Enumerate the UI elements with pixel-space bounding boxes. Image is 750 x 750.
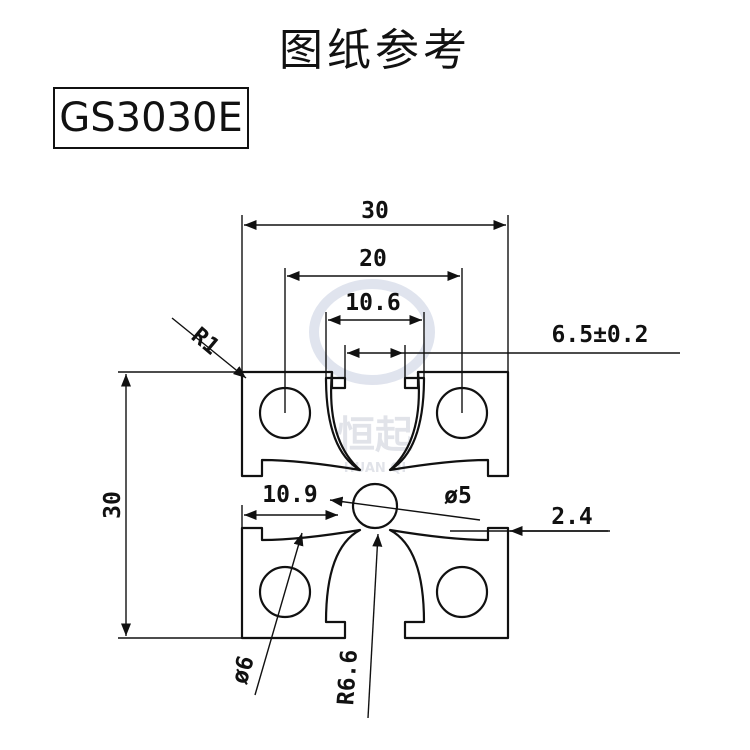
center-hole bbox=[351, 482, 399, 530]
dim-overall-width: 30 bbox=[361, 198, 389, 224]
dim-slot-depth: 10.9 bbox=[262, 482, 317, 508]
model-label-box: GS3030E bbox=[53, 87, 249, 149]
dim-wall-thickness: 2.4 bbox=[551, 504, 593, 530]
drawing-title: 图纸参考 bbox=[279, 25, 471, 76]
watermark-logo: 恒起 HUAN QI bbox=[309, 279, 435, 476]
dimension-lines bbox=[118, 215, 680, 719]
corner-hole-bottom-right bbox=[435, 565, 489, 619]
dimension-labels: 30 20 10.6 6.5±0.2 R1 30 10.9 ø5 2.4 ø6 … bbox=[100, 198, 648, 706]
dim-corner-hole: ø6 bbox=[227, 653, 260, 687]
model-number: GS3030E bbox=[59, 95, 243, 141]
profile-outline bbox=[240, 370, 510, 640]
watermark-brand: 恒起 bbox=[337, 413, 414, 457]
dim-hole-spacing: 20 bbox=[359, 246, 387, 272]
profile-bottom-right bbox=[388, 526, 510, 640]
dim-slot-radius: R6.6 bbox=[333, 649, 363, 706]
dim-slot-opening: 6.5±0.2 bbox=[552, 322, 649, 348]
watermark-pinyin: HUAN QI bbox=[344, 461, 406, 476]
profile-bottom-left bbox=[240, 526, 362, 640]
dim-center-hole: ø5 bbox=[444, 483, 472, 509]
dim-overall-height: 30 bbox=[100, 491, 126, 519]
dim-slot-width: 10.6 bbox=[345, 290, 400, 316]
corner-hole-bottom-left bbox=[258, 565, 312, 619]
